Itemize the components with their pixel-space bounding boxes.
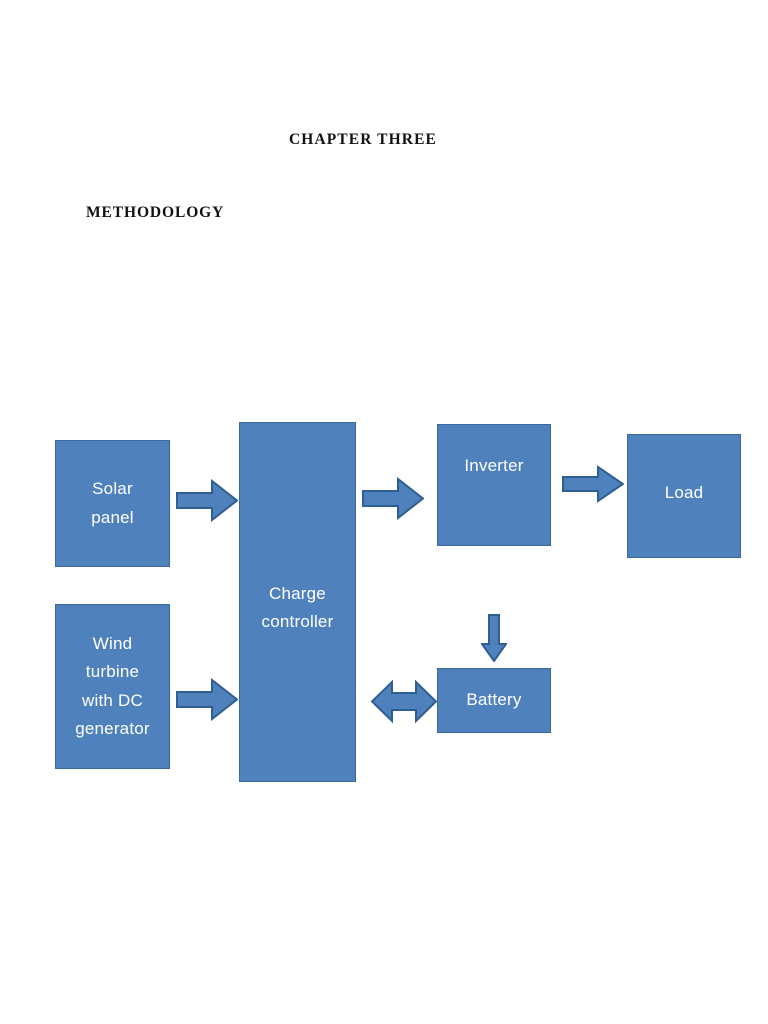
node-label-solar-panel: Solar panel	[91, 479, 134, 527]
node-label-load: Load	[664, 482, 704, 502]
page-title: CHAPTER THREE	[289, 131, 437, 148]
diagram-node-inverter: Inverter	[437, 424, 551, 546]
diagram-node-charge-controller: Charge controller	[239, 422, 356, 782]
arrow-right-icon-charge-controller-to-inverter	[362, 477, 424, 520]
diagram-node-solar-panel: Solar panel	[55, 440, 170, 567]
arrow-down-icon-inverter-to-battery	[481, 614, 507, 662]
node-label-inverter: Inverter	[464, 455, 524, 475]
arrow-bidirectional-icon-charge-controller-battery	[371, 679, 437, 724]
node-label-battery: Battery	[466, 690, 522, 710]
node-label-charge-controller: Charge controller	[261, 583, 334, 631]
diagram-node-wind-turbine: Wind turbine with DC generator	[55, 604, 170, 769]
arrow-right-icon-solar-to-charge-controller	[176, 479, 238, 522]
arrow-right-icon-wind-to-charge-controller	[176, 678, 238, 721]
section-heading: METHODOLOGY	[86, 204, 225, 221]
diagram-node-battery: Battery	[437, 668, 551, 733]
node-label-wind-turbine: Wind turbine with DC generator	[75, 634, 150, 738]
arrow-right-icon-inverter-to-load	[562, 465, 624, 503]
diagram-node-load: Load	[627, 434, 741, 558]
